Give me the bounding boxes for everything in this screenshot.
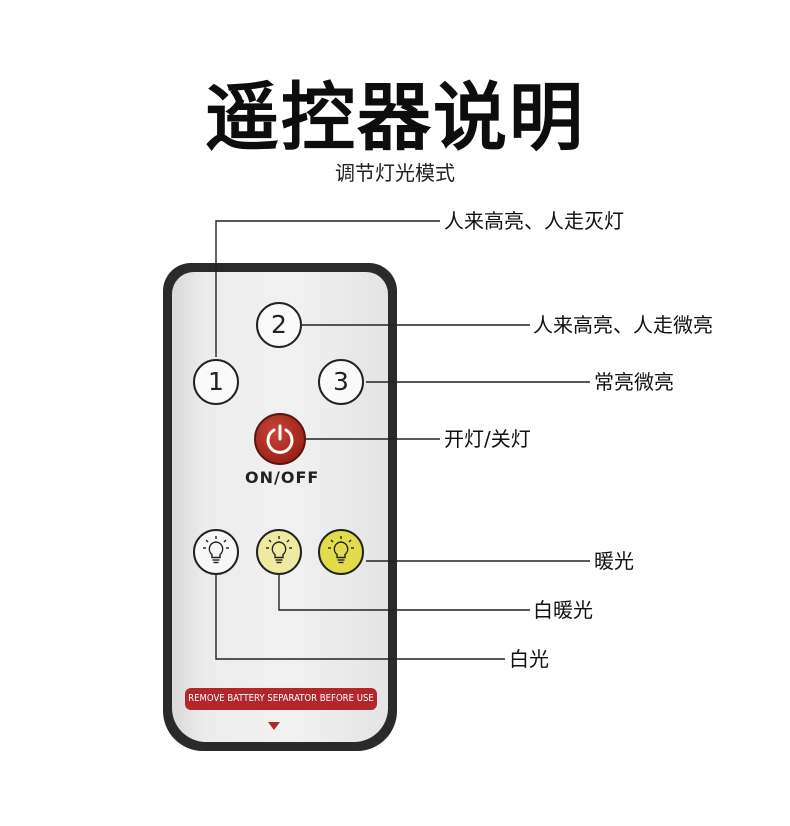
label-warm: 暖光 — [594, 549, 634, 573]
callout-line-white-warm — [278, 575, 530, 611]
bulb-icon — [266, 536, 292, 564]
mode-3-button[interactable]: 3 — [318, 359, 364, 405]
power-button[interactable] — [254, 413, 306, 465]
page-title: 遥控器说明 — [205, 75, 585, 161]
remote-face — [172, 272, 388, 742]
white-warm-light-button[interactable] — [256, 529, 302, 575]
battery-separator-strip: REMOVE BATTERY SEPARATOR BEFORE USE — [185, 688, 377, 710]
label-mode-3: 常亮微亮 — [594, 370, 674, 394]
label-mode-1: 人来高亮、人走灭灯 — [444, 209, 624, 233]
label-power: 开灯/关灯 — [444, 427, 531, 451]
power-icon — [266, 424, 294, 454]
mode-1-button[interactable]: 1 — [193, 359, 239, 405]
bulb-icon — [203, 536, 229, 564]
callout-line-white — [215, 575, 505, 660]
bulb-icon — [328, 536, 354, 564]
white-light-button[interactable] — [193, 529, 239, 575]
label-white-warm: 白暖光 — [533, 598, 593, 622]
mode-2-button[interactable]: 2 — [256, 302, 302, 348]
warm-light-button[interactable] — [318, 529, 364, 575]
page-subtitle: 调节灯光模式 — [335, 161, 455, 185]
power-label: ON/OFF — [245, 468, 320, 487]
callout-line-btn1 — [215, 220, 440, 357]
remote-control — [163, 263, 397, 751]
pull-arrow-icon — [268, 722, 280, 730]
label-white: 白光 — [509, 647, 549, 671]
label-mode-2: 人来高亮、人走微亮 — [533, 313, 713, 337]
